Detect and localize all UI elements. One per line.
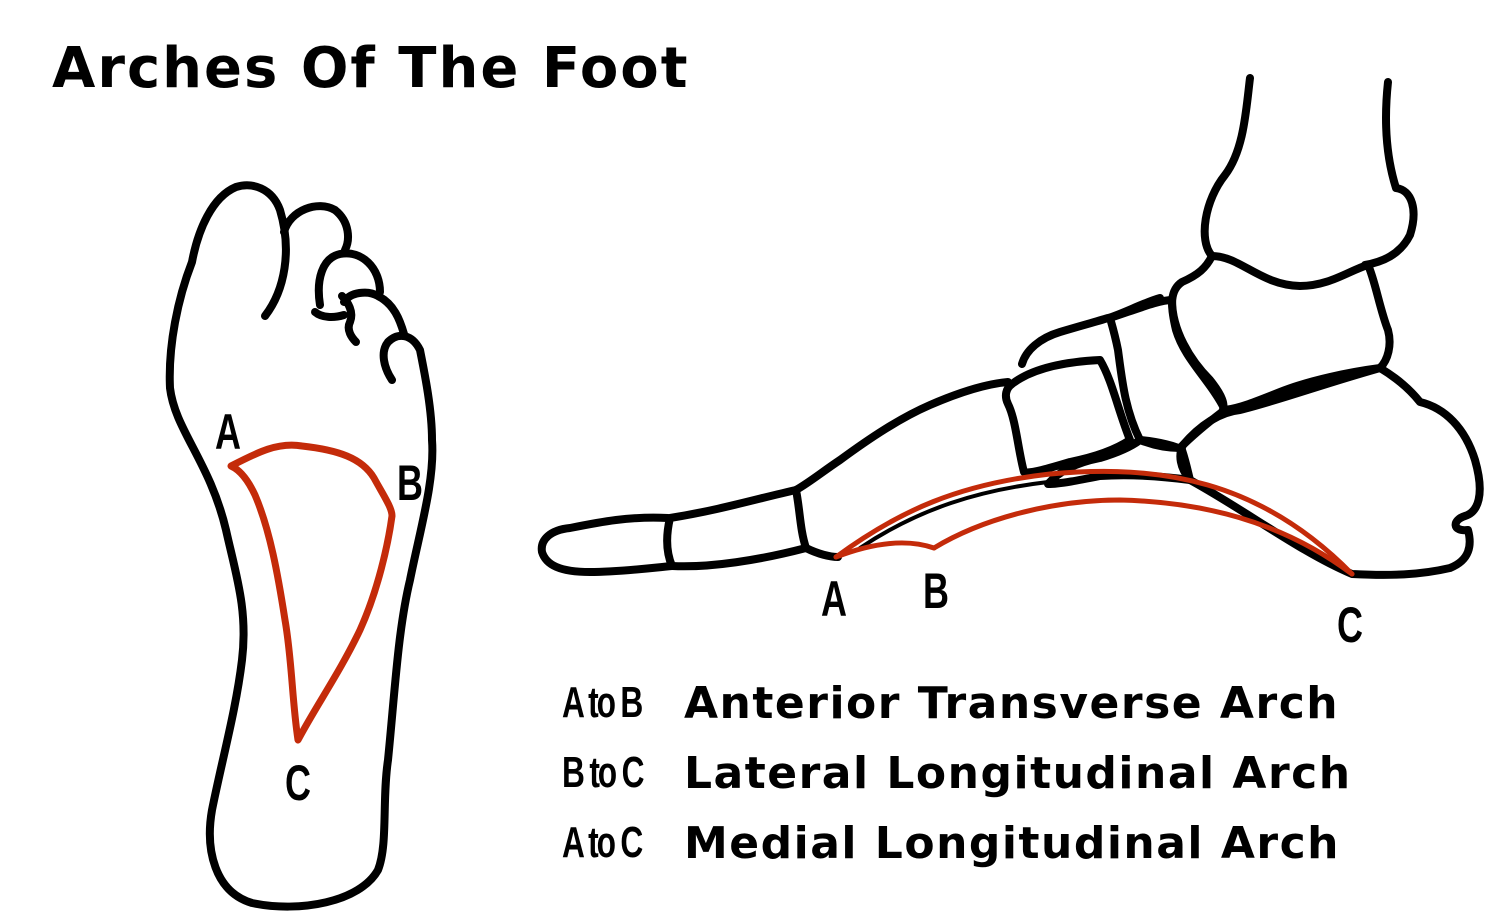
legend-text: Medial Longitudinal Arch — [684, 817, 1340, 869]
metatarsal-outline — [792, 378, 1012, 561]
legend-row-medial-longitudinal: A to C Medial Longitudinal Arch — [562, 808, 1352, 878]
sole-label-a: A — [215, 405, 241, 460]
legend-row-lateral-longitudinal: B to C Lateral Longitudinal Arch — [562, 738, 1352, 808]
side-label-a: A — [821, 572, 847, 627]
side-label-b: B — [923, 564, 949, 619]
distal-phalanx-outline — [537, 513, 676, 576]
side-label-c: C — [1337, 598, 1363, 653]
talus-outline — [1168, 252, 1394, 414]
sole-arch-triangle — [227, 441, 396, 744]
legend-row-anterior-transverse: A to B Anterior Transverse Arch — [562, 668, 1352, 738]
arch-legend: A to B Anterior Transverse Arch B to C L… — [562, 668, 1352, 878]
page-title: Arches Of The Foot — [52, 36, 690, 101]
sole-view: A B C — [165, 181, 437, 911]
toe-3-outline — [314, 249, 384, 309]
sole-label-c: C — [285, 756, 311, 811]
toe-4-outline — [340, 288, 408, 338]
side-arch-lateral-inner — [858, 480, 1050, 550]
sole-label-b: B — [397, 456, 423, 511]
tibia-back-outline — [1361, 78, 1418, 269]
legend-key: B to C — [562, 748, 644, 797]
side-arch-medial — [833, 468, 1355, 577]
toe-crease-1 — [311, 308, 348, 321]
cuneiform-outline — [1001, 356, 1134, 477]
navicular-outline — [1106, 296, 1228, 452]
side-arch-transverse — [833, 540, 937, 560]
toe-crease-2 — [338, 292, 360, 346]
footprint-outline — [165, 181, 437, 911]
tibia-front-outline — [1200, 74, 1254, 260]
legend-key: A to B — [562, 678, 643, 727]
legend-text: Anterior Transverse Arch — [684, 677, 1340, 729]
side-arch-lateral — [931, 497, 1355, 577]
proximal-phalanx-outline — [663, 486, 810, 571]
toe-2-outline — [280, 202, 352, 254]
side-view: A B C — [537, 74, 1484, 653]
legend-key: A to C — [562, 818, 643, 867]
legend-text: Lateral Longitudinal Arch — [684, 747, 1352, 799]
midfoot-ridge-outline — [1018, 294, 1164, 368]
